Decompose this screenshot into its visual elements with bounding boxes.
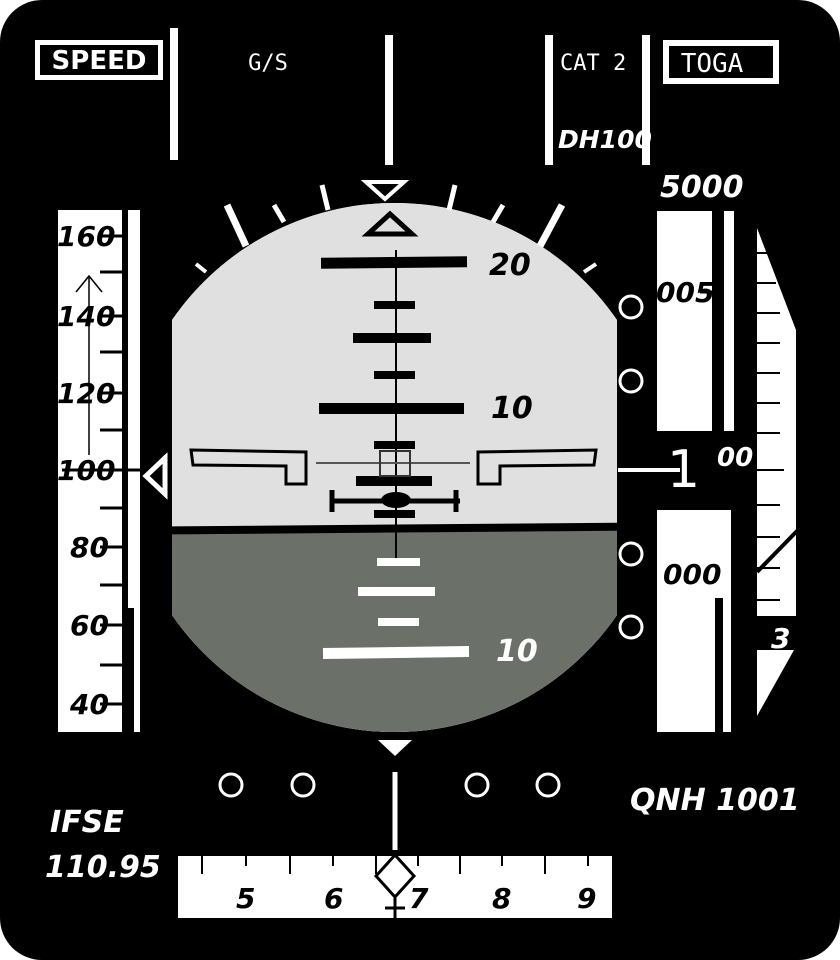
pitch-bar	[356, 476, 432, 486]
nav-frequency-label: 110.95	[45, 850, 161, 885]
localizer-deviation-scale	[218, 772, 561, 798]
center-reference-box	[379, 450, 411, 477]
vsi-scale-background	[757, 228, 796, 616]
speed-label-160: 160	[57, 220, 115, 253]
pitch-bar	[374, 510, 415, 518]
thrust-mode-label: TOGA	[681, 49, 744, 79]
pitch-bar-10	[319, 403, 464, 414]
pitch-label-10-down: 10	[496, 634, 538, 669]
heading-label-6: 6	[324, 882, 343, 915]
bank-index-icon	[360, 180, 410, 202]
vsi-label: 3	[771, 622, 790, 655]
altitude-hundreds-readout: 00	[717, 443, 753, 473]
fma-divider	[642, 35, 650, 165]
glideslope-deviation-scale	[618, 294, 644, 640]
flight-mode-annunciator: SPEED G/S CAT 2 DH100 TOGA	[35, 28, 779, 165]
lower-pointer-icon	[378, 740, 412, 756]
speed-trend-vector	[126, 608, 134, 732]
fma-divider	[545, 35, 553, 165]
fma-divider	[170, 28, 178, 160]
pitch-bar-minus-10	[322, 645, 470, 660]
pitch-bar	[374, 371, 415, 379]
horizon-line	[172, 522, 617, 535]
qnh-label: QNH 1001	[630, 783, 800, 818]
speed-label-60: 60	[70, 609, 109, 642]
heading-label-7: 7	[409, 882, 429, 915]
decision-height-label: DH100	[558, 125, 652, 154]
vsi-scale-background	[757, 650, 794, 716]
pitch-bar	[378, 618, 419, 626]
altitude-tape-upper	[657, 211, 715, 431]
heading-label-9: 9	[577, 882, 596, 915]
altitude-tape: 5000 005 1 00 000	[618, 170, 753, 732]
nav-source-label: IFSE	[50, 805, 124, 840]
pitch-label-20: 20	[489, 248, 531, 283]
vsi-needle	[755, 528, 800, 574]
approach-category-label: CAT 2	[560, 51, 626, 76]
pitch-bar	[377, 558, 420, 566]
ils-diamond-icon	[373, 852, 417, 900]
heading-label-5: 5	[236, 882, 255, 915]
bank-scale	[194, 184, 598, 274]
aircraft-symbol-icon	[476, 448, 598, 486]
pitch-bar-20	[320, 256, 468, 269]
aircraft-symbol-icon	[189, 448, 308, 486]
speed-label-40: 40	[69, 688, 109, 721]
pitch-bar	[374, 301, 415, 309]
speed-label-140: 140	[57, 300, 115, 333]
speed-bug-icon	[142, 452, 168, 500]
altitude-label-lower: 000	[663, 558, 721, 591]
altitude-thousands-readout: 1	[667, 440, 700, 500]
pitch-ladder: 20 10 10	[319, 248, 538, 669]
attitude-indicator: 20 10 10	[172, 180, 617, 756]
speed-trend-arrow-icon	[75, 274, 103, 455]
pitch-bar	[353, 333, 431, 343]
vertical-speed-indicator: 3	[755, 228, 800, 716]
pitch-label-10-up: 10	[491, 391, 533, 426]
sky-pointer-icon	[361, 210, 419, 237]
heading-label-8: 8	[492, 882, 511, 915]
speed-tape: 160 140 120 100 80 60 40	[57, 210, 168, 732]
pitch-bar	[374, 441, 415, 449]
heading-index-icon	[385, 898, 405, 918]
fma-divider	[385, 35, 393, 165]
vertical-mode-label: G/S	[248, 51, 288, 76]
flight-path-vector	[329, 490, 460, 512]
heading-tape: 5 6 7 8 9	[178, 852, 612, 918]
speed-mode-label: SPEED	[52, 46, 147, 76]
speed-label-80: 80	[70, 531, 109, 564]
speed-label-120: 120	[57, 377, 115, 410]
altitude-target-label: 5000	[660, 170, 744, 205]
pitch-bar	[358, 587, 435, 596]
